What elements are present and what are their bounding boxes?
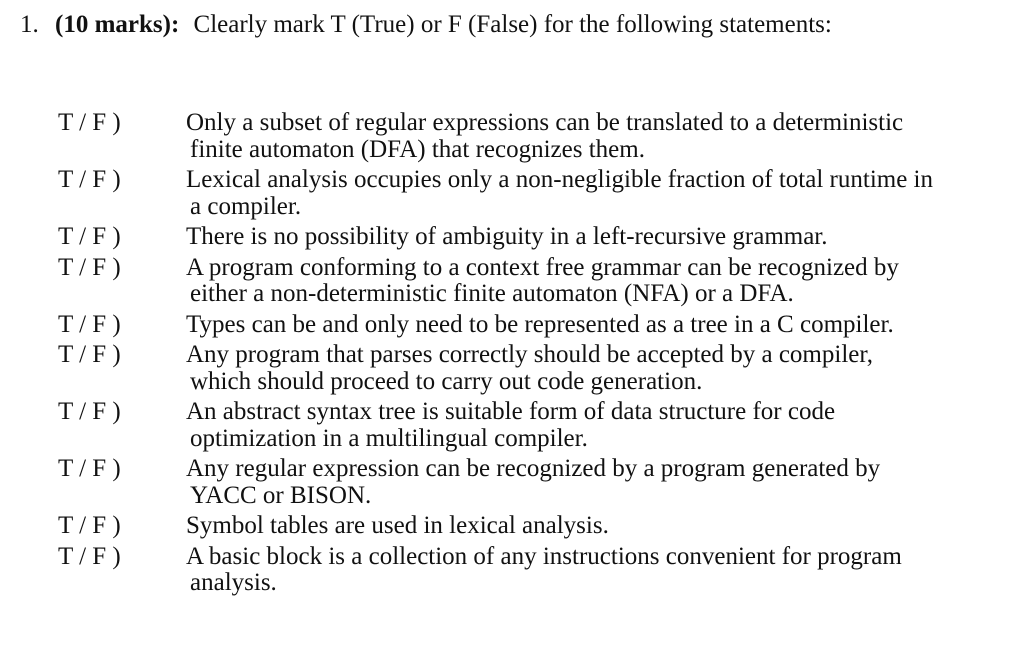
statement-line: There is no possibility of ambiguity in … — [186, 223, 828, 250]
statement-item: T / F ) An abstract syntax tree is suitab… — [0, 398, 1024, 452]
statement-line: Lexical analysis occupies only a non-neg… — [186, 166, 933, 193]
true-false-marker[interactable]: T / F ) — [58, 455, 121, 482]
statement-item: T / F ) Any program that parses correctly… — [0, 341, 1024, 395]
statement-line: finite automaton (DFA) that recognizes t… — [190, 135, 645, 163]
true-false-marker[interactable]: T / F ) — [58, 223, 121, 250]
statement-line: An abstract syntax tree is suitable form… — [186, 398, 836, 425]
statement-line: A program conforming to a context free g… — [186, 253, 899, 281]
true-false-marker[interactable]: T / F ) — [58, 398, 121, 425]
question-marks: (10 marks): — [55, 11, 180, 38]
statement-text: Types can be and only need to be represe… — [186, 310, 1018, 339]
statement-line: analysis. — [190, 569, 277, 596]
statement-item: T / F ) Only a subset of regular expressi… — [0, 109, 1024, 163]
statement-text: A basic block is a collection of any ins… — [186, 542, 1018, 597]
true-false-marker[interactable]: T / F ) — [58, 542, 121, 570]
question-number: 1. — [20, 11, 39, 38]
statement-line: Only a subset of regular expressions can… — [186, 109, 904, 136]
statement-line: a compiler. — [190, 192, 302, 220]
statement-text: A program conforming to a context free g… — [186, 253, 1018, 308]
statement-line: either a non-deterministic finite automa… — [190, 280, 794, 307]
true-false-marker[interactable]: T / F ) — [58, 166, 121, 193]
true-false-marker[interactable]: T / F ) — [58, 310, 121, 338]
statement-item: T / F ) Symbol tables are used in lexical… — [0, 512, 1024, 540]
statement-item: T / F ) A program conforming to a context… — [0, 253, 1024, 308]
statement-item: T / F ) There is no possibility of ambigu… — [0, 223, 1024, 251]
statement-text: Any regular expression can be recognized… — [186, 455, 1018, 509]
statement-line: which should proceed to carry out code g… — [190, 367, 703, 395]
true-false-marker[interactable]: T / F ) — [58, 253, 121, 281]
statement-line: Any program that parses correctly should… — [186, 341, 873, 368]
statement-text: An abstract syntax tree is suitable form… — [186, 398, 1018, 452]
statement-item: T / F ) Any regular expression can be rec… — [0, 455, 1024, 509]
statement-text: Any program that parses correctly should… — [186, 341, 1018, 395]
statement-text: Only a subset of regular expressions can… — [186, 109, 1018, 163]
statement-item: T / F ) A basic block is a collection of … — [0, 542, 1024, 597]
statement-line: optimization in a multilingual compiler. — [190, 424, 588, 452]
true-false-marker[interactable]: T / F ) — [58, 109, 121, 136]
statement-line: Any regular expression can be recognized… — [186, 455, 881, 482]
true-false-marker[interactable]: T / F ) — [58, 512, 121, 539]
statement-line: Types can be and only need to be represe… — [186, 310, 894, 338]
question-instruction: Clearly mark T (True) or F (False) for t… — [193, 11, 832, 38]
statement-text: There is no possibility of ambiguity in … — [186, 223, 1018, 251]
statement-line: Symbol tables are used in lexical analys… — [186, 512, 609, 539]
statement-text: Symbol tables are used in lexical analys… — [186, 512, 1018, 540]
statement-text: Lexical analysis occupies only a non-neg… — [186, 166, 1018, 220]
true-false-marker[interactable]: T / F ) — [58, 341, 121, 368]
statement-item: T / F ) Types can be and only need to be … — [0, 310, 1024, 339]
statement-line: A basic block is a collection of any ins… — [186, 542, 902, 570]
question-header: 1. (10 marks): Clearly mark T (True) or … — [20, 8, 832, 42]
statement-item: T / F ) Lexical analysis occupies only a … — [0, 166, 1024, 220]
statement-line: YACC or BISON. — [190, 481, 372, 509]
statement-list: T / F ) Only a subset of regular expressi… — [0, 109, 1024, 601]
